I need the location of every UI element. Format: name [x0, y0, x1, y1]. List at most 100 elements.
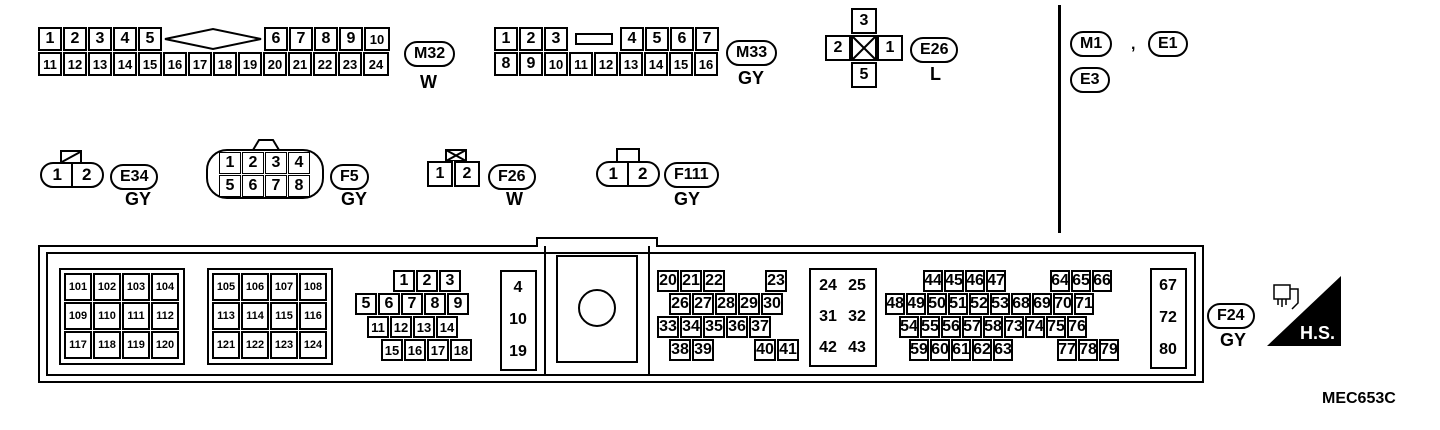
- pin: 1: [427, 161, 453, 187]
- pin: 106: [241, 273, 269, 301]
- connector-e26: 3 2 1 5: [825, 8, 905, 88]
- pin: 20: [263, 52, 287, 76]
- divider-line: [1058, 5, 1061, 233]
- pin: 35: [703, 316, 725, 338]
- pin: 62: [972, 339, 992, 361]
- pin: 1: [877, 35, 903, 61]
- pin: 11: [367, 316, 389, 338]
- pin: 16: [694, 52, 718, 76]
- pin: 15: [381, 339, 403, 361]
- pin: 117: [64, 331, 92, 359]
- pin: 2: [82, 165, 92, 184]
- ref-comma: ,: [1131, 36, 1136, 53]
- ecm-group-67: 67 72 80: [1150, 268, 1187, 369]
- pin: 111: [122, 302, 150, 330]
- pin: 122: [241, 331, 269, 359]
- pin: 27: [692, 293, 714, 315]
- pin: 4: [288, 152, 310, 174]
- cross-center: [851, 35, 877, 61]
- pin: 23: [338, 52, 362, 76]
- pin: 41: [777, 339, 799, 361]
- pin: 44: [923, 270, 943, 292]
- pin: 12: [63, 52, 87, 76]
- pin: 5: [851, 62, 877, 88]
- pin: 76: [1067, 316, 1087, 338]
- pin: 50: [927, 293, 947, 315]
- pin: 38: [669, 339, 691, 361]
- f5-color: GY: [341, 189, 368, 209]
- pin: 55: [920, 316, 940, 338]
- pin: 31: [814, 303, 842, 331]
- pin: 108: [299, 273, 327, 301]
- m32-top-row: 1 2 3 4 5 6 7 8 9 10: [38, 27, 391, 52]
- pin: 48: [885, 293, 905, 315]
- pin: 5: [645, 27, 669, 51]
- pin: 7: [401, 293, 423, 315]
- pin: 13: [619, 52, 643, 76]
- pin: 65: [1071, 270, 1091, 292]
- pin: 63: [993, 339, 1013, 361]
- pin: 4: [505, 275, 531, 301]
- pin: 61: [951, 339, 971, 361]
- pin: 17: [188, 52, 212, 76]
- pin: 60: [930, 339, 950, 361]
- pin: 8: [424, 293, 446, 315]
- pin: 3: [265, 152, 287, 174]
- pin: 119: [122, 331, 150, 359]
- pin: 34: [680, 316, 702, 338]
- pin: 7: [695, 27, 719, 51]
- pin: 5: [138, 27, 162, 51]
- pin: 19: [505, 339, 531, 365]
- f5-tag: F5: [330, 164, 369, 190]
- pin: 79: [1099, 339, 1119, 361]
- pin: 6: [242, 175, 264, 197]
- pin: 2: [416, 270, 438, 292]
- pin: 7: [265, 175, 287, 197]
- hs-symbol: H.S.: [1266, 275, 1342, 347]
- pin: 13: [88, 52, 112, 76]
- pin: 110: [93, 302, 121, 330]
- pin: 68: [1011, 293, 1031, 315]
- pin: 32: [843, 303, 871, 331]
- connector-f5: 1 2 3 4 5 6 7 8: [205, 138, 325, 200]
- pin: 67: [1155, 273, 1181, 299]
- pin: 3: [88, 27, 112, 51]
- ecm-group-1: 1 2 3 5 6 7 8 9 11 12 13 14 15 16 17 18: [355, 270, 473, 362]
- pin: 2: [519, 27, 543, 51]
- pin: 5: [355, 293, 377, 315]
- ref-e1-tag: E1: [1148, 31, 1188, 57]
- pin: 66: [1092, 270, 1112, 292]
- pin: 2: [63, 27, 87, 51]
- pin: 121: [212, 331, 240, 359]
- pin: 5: [219, 175, 241, 197]
- pin: 10: [544, 52, 568, 76]
- pin: 59: [909, 339, 929, 361]
- pin: 14: [644, 52, 668, 76]
- pin: 29: [738, 293, 760, 315]
- pin: 21: [288, 52, 312, 76]
- pin: 28: [715, 293, 737, 315]
- m33-bottom-row: 8 9 10 11 12 13 14 15 16: [494, 52, 720, 77]
- f111-tag: F111: [664, 162, 719, 188]
- m33-top-row: 1 2 3 4 5 6 7: [494, 27, 720, 52]
- pin: 118: [93, 331, 121, 359]
- pin: 2: [825, 35, 851, 61]
- pin: 72: [1155, 305, 1181, 331]
- pin: 52: [969, 293, 989, 315]
- pin: 45: [944, 270, 964, 292]
- pin: 30: [761, 293, 783, 315]
- e26-color: L: [930, 64, 941, 84]
- pin: 77: [1057, 339, 1077, 361]
- m33-tag: M33: [726, 40, 778, 66]
- pin: 102: [93, 273, 121, 301]
- pin: 25: [843, 272, 871, 300]
- pin: 22: [313, 52, 337, 76]
- pin: 11: [569, 52, 593, 76]
- pin: 9: [519, 52, 543, 76]
- pin: 4: [620, 27, 644, 51]
- pin: 3: [439, 270, 461, 292]
- pin: 7: [289, 27, 313, 51]
- pin: 114: [241, 302, 269, 330]
- connector-m33: 1 2 3 4 5 6 7 8 9 10 11 12 13 14 15 16: [494, 27, 720, 77]
- pin: 15: [138, 52, 162, 76]
